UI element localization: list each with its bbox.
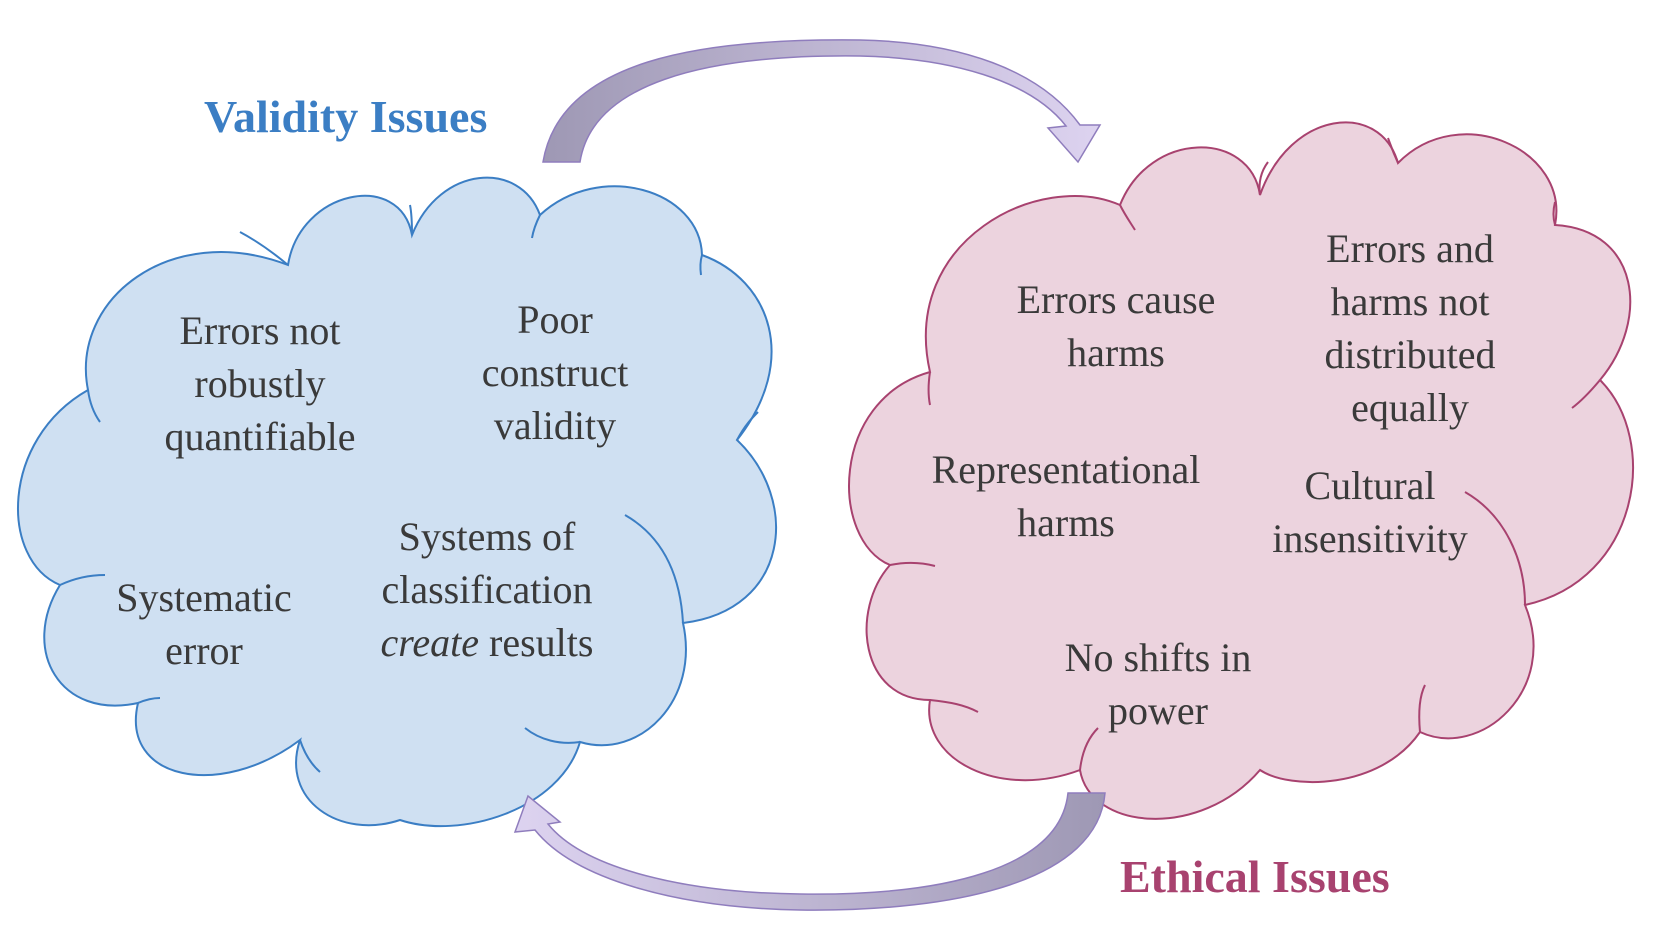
ethical-cloud-lobe: [927, 371, 931, 406]
validity-cloud-lobe: [137, 697, 161, 704]
validity-issues-title: Validity Issues: [204, 91, 488, 142]
ethical-cloud-lobe: [1119, 204, 1136, 231]
results-word: results: [479, 620, 594, 665]
ethical-cloud-lobe: [1079, 727, 1099, 771]
validity-cloud-lobe: [87, 389, 101, 423]
validity-cloud-lobe: [299, 739, 321, 773]
ethical-cloud-lobe: [1418, 684, 1426, 733]
validity-cloud-lobe: [59, 574, 106, 586]
arrow-ethical-to-validity: [513, 792, 1106, 911]
validity-cloud-lobe: [524, 727, 581, 744]
ethical-cloud-shape: [848, 121, 1634, 820]
ethical-issues-title: Ethical Issues: [1120, 851, 1390, 902]
no-shifts-in-power-label: No shifts in power: [1064, 635, 1252, 733]
validity-cloud-shape: [17, 176, 777, 828]
arrow-bottom-body: [513, 792, 1106, 911]
validity-cloud-lobe: [624, 514, 684, 624]
errors-harms-not-distributed-label: Errors and harms not distributed equally: [1324, 226, 1496, 430]
systematic-error-label: Systematic error: [116, 575, 292, 673]
ethical-cloud: [848, 121, 1634, 820]
ethical-cloud-lobe: [889, 561, 936, 567]
ethical-cloud-lobe: [1571, 379, 1601, 409]
validity-cloud-lobe: [239, 231, 289, 266]
poor-construct-validity-label: Poor construct validity: [481, 297, 629, 448]
create-word: create: [380, 620, 480, 665]
errors-not-quantifiable-label: Errors not robustly quantifiable: [164, 308, 356, 459]
ethical-cloud-lobe: [929, 699, 979, 713]
arrow-top-body: [542, 39, 1102, 164]
representational-harms-label: Representational harms: [931, 447, 1201, 545]
arrow-validity-to-ethical: [542, 39, 1102, 164]
validity-cloud-lobe: [699, 254, 703, 276]
validity-cloud-lobe: [409, 204, 413, 236]
ethical-cloud-lobe: [1387, 137, 1399, 164]
systems-of-classification-label: Systems of classification create results: [380, 514, 594, 665]
ethical-cloud-lobe: [1258, 161, 1269, 196]
cultural-insensitivity-label: Cultural insensitivity: [1272, 463, 1468, 561]
errors-cause-harms-label: Errors cause harms: [1016, 277, 1216, 375]
ethical-cloud-lobe: [1552, 201, 1556, 226]
validity-cloud-lobe: [531, 214, 541, 239]
ethical-cloud-lobe: [1464, 491, 1526, 606]
validity-cloud-lobe: [736, 411, 759, 441]
validity-cloud: [17, 176, 777, 828]
